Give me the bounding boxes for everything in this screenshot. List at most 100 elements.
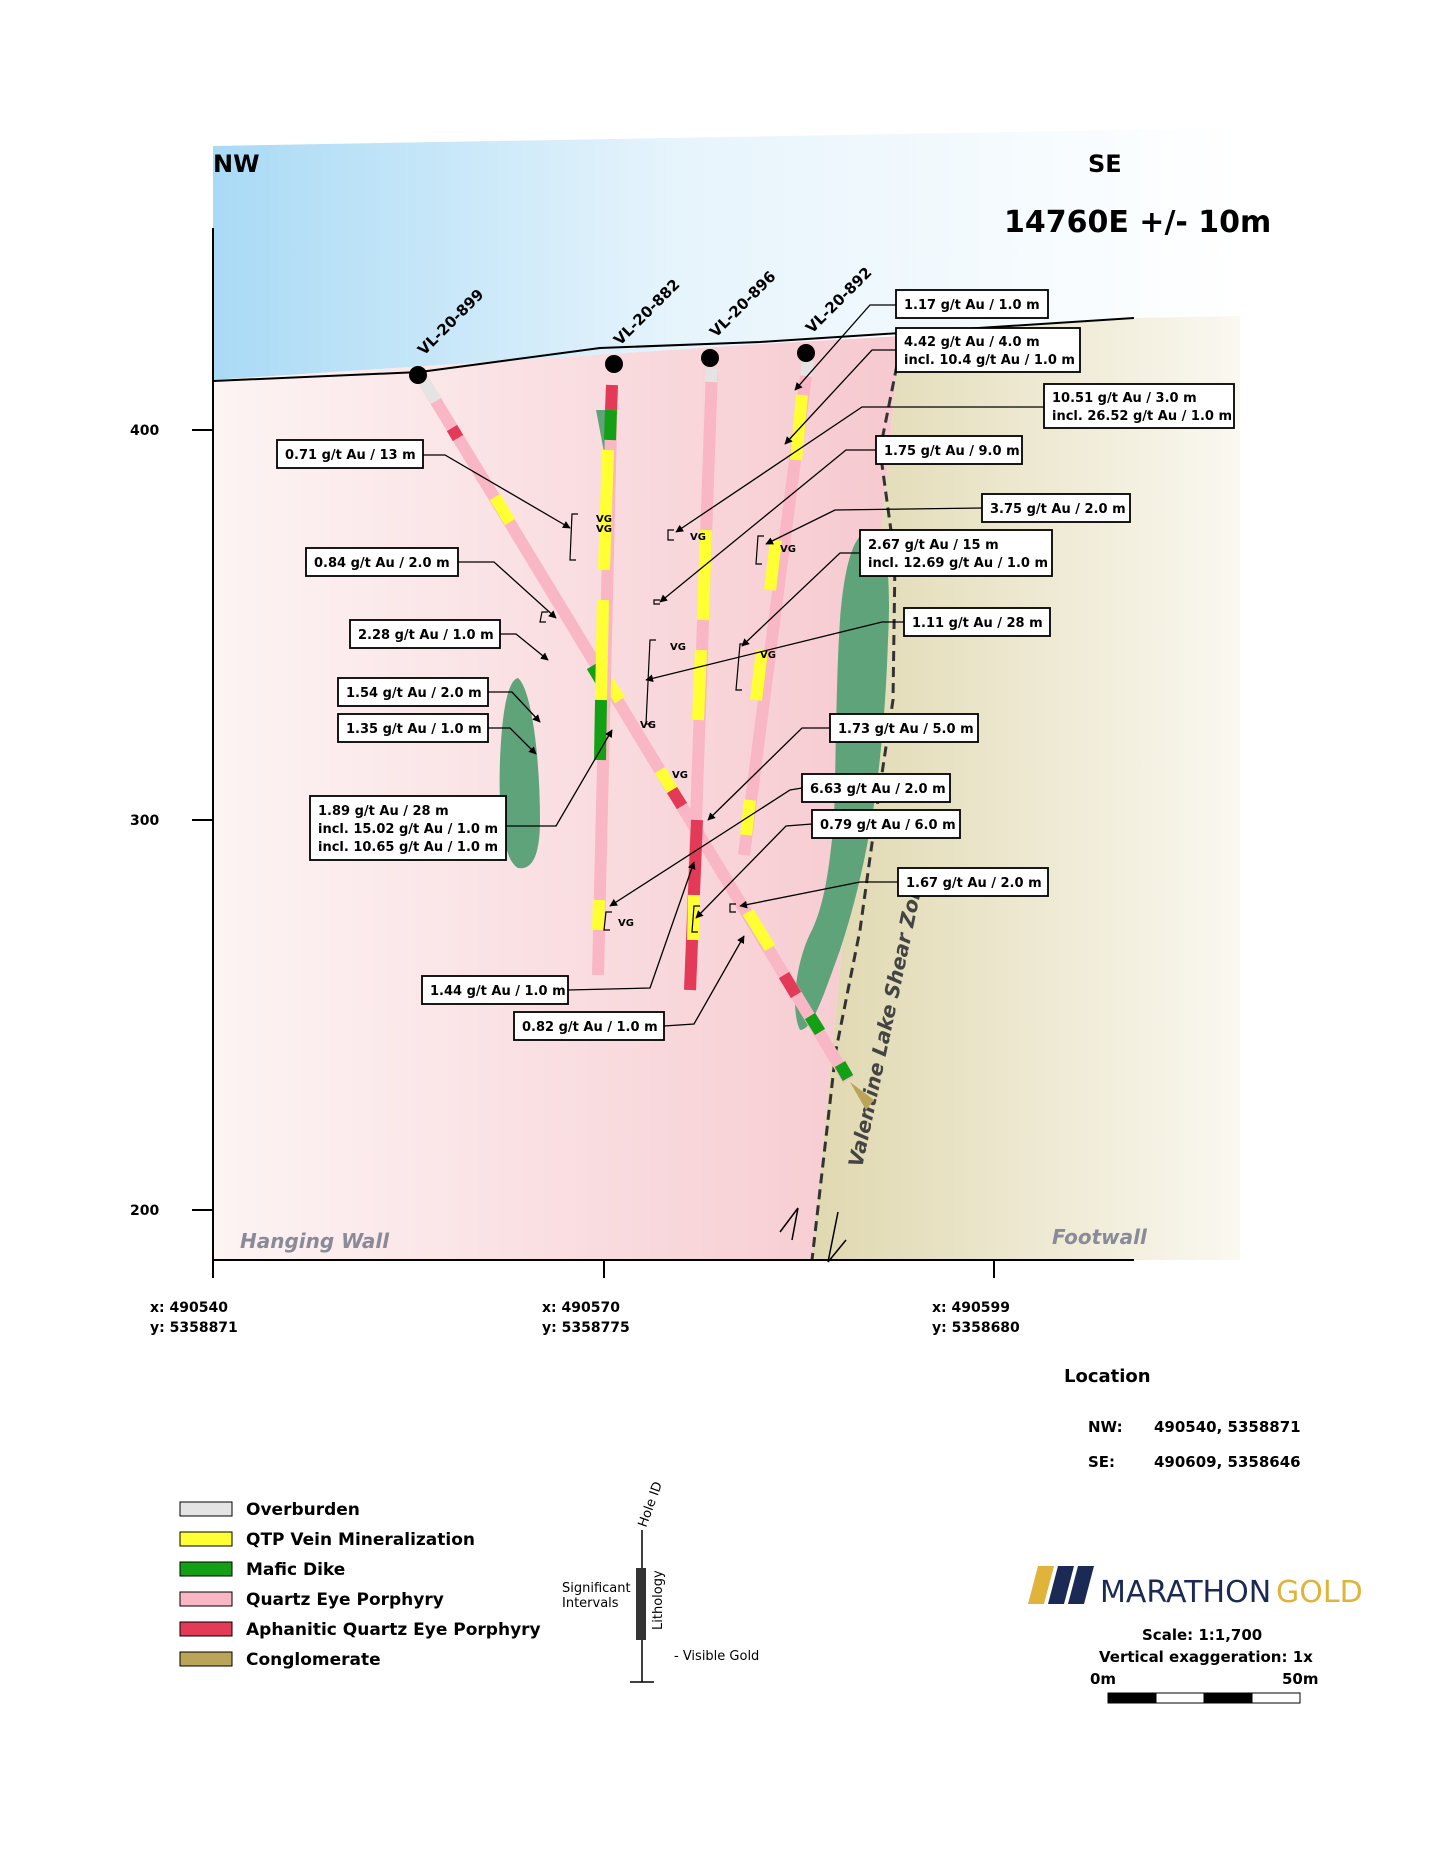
callout-box[interactable] — [276, 439, 424, 469]
vg-marker: VG — [780, 544, 796, 555]
key-lithology: Lithology — [651, 1570, 666, 1630]
scale-bar — [1107, 1692, 1301, 1704]
hole-899-conglomerate — [850, 1082, 874, 1110]
hole-899-aphanitic-3 — [778, 971, 802, 999]
hole-899-dike-2 — [804, 1012, 826, 1036]
hole-882-vein-1 — [598, 449, 614, 571]
callout-box[interactable] — [859, 529, 1053, 577]
hole-899-vein-4 — [742, 908, 776, 952]
legend-swatch-quartz-eye-porphyry — [179, 1591, 233, 1607]
coord-1-x: x: 490540 — [150, 1300, 228, 1316]
key-lithology-bar — [636, 1568, 646, 1640]
callout-box[interactable] — [981, 493, 1131, 523]
drill-holes — [409, 344, 874, 1110]
callout-line: 1.54 g/t Au / 2.0 m — [346, 686, 482, 701]
interval-brackets — [539, 513, 764, 933]
hole-key: Hole ID Significant Intervals Lithology … — [562, 1480, 759, 1683]
vg-marker: VG — [672, 770, 688, 781]
callouts: 1.17 g/t Au / 1.0 m 4.42 g/t Au / 4.0 m … — [276, 289, 1235, 1041]
hole-882-aphanitic — [605, 384, 618, 411]
coord-2-y: y: 5358775 — [542, 1320, 630, 1336]
callout-line: incl. 12.69 g/t Au / 1.0 m — [868, 556, 1048, 571]
vg-marker: VG — [640, 720, 656, 731]
hole-896-vein-2 — [692, 649, 707, 721]
callout-box[interactable] — [895, 327, 1081, 373]
callout-box[interactable] — [801, 773, 951, 803]
hole-896-vein-1 — [697, 529, 712, 621]
elevation-300: 300 — [130, 813, 159, 829]
legend-label: Overburden — [246, 1500, 360, 1520]
coord-3-y: y: 5358680 — [932, 1320, 1020, 1336]
callout-line: 1.67 g/t Au / 2.0 m — [906, 876, 1042, 891]
location-title: Location — [1064, 1366, 1151, 1387]
logo-word-gold: GOLD — [1276, 1575, 1363, 1610]
legend-label: Conglomerate — [246, 1650, 381, 1670]
shear-zone-fault — [810, 349, 902, 1261]
logo-mark-3 — [1068, 1566, 1094, 1604]
footwall-label: Footwall — [1052, 1225, 1148, 1249]
location-nw-label: NW: — [1088, 1418, 1123, 1436]
callout-line: 1.89 g/t Au / 28 m — [318, 804, 449, 819]
callout-line: 1.35 g/t Au / 1.0 m — [346, 722, 482, 737]
hole-892-overburden — [800, 359, 814, 377]
hole-899-aphanitic-2 — [666, 786, 688, 810]
callout-box[interactable] — [305, 547, 459, 577]
callout-line: 10.51 g/t Au / 3.0 m — [1052, 391, 1197, 406]
mafic-dike-body-left — [499, 678, 540, 869]
callout-box[interactable] — [895, 289, 1049, 319]
callout-line: 4.42 g/t Au / 4.0 m — [904, 335, 1040, 350]
callout-line: 1.17 g/t Au / 1.0 m — [904, 298, 1040, 313]
callout-line: incl. 10.65 g/t Au / 1.0 m — [318, 840, 498, 855]
hole-899-vein-1 — [489, 493, 516, 526]
callout-line: 0.84 g/t Au / 2.0 m — [314, 556, 450, 571]
coord-3-x: x: 490599 — [932, 1300, 1010, 1316]
vg-marker: VG — [760, 650, 776, 661]
callout-box[interactable] — [421, 975, 569, 1005]
hole-882-dike-1 — [604, 409, 617, 441]
key-hole-id: Hole ID — [636, 1480, 666, 1530]
hole-882-collar[interactable] — [605, 355, 623, 373]
callout-box[interactable] — [1043, 383, 1235, 429]
elevation-400: 400 — [130, 423, 159, 439]
key-intervals-1: Significant — [562, 1581, 631, 1596]
coord-2-x: x: 490570 — [542, 1300, 620, 1316]
hole-896-collar[interactable] — [701, 349, 719, 367]
vg-marker: VG — [596, 524, 612, 535]
hole-892-vein-2 — [764, 539, 782, 591]
callout-line: 3.75 g/t Au / 2.0 m — [990, 502, 1126, 517]
hanging-wall-label: Hanging Wall — [240, 1229, 390, 1253]
callout-line: incl. 26.52 g/t Au / 1.0 m — [1052, 409, 1232, 424]
direction-nw: NW — [213, 150, 260, 178]
legend-label: Quartz Eye Porphyry — [246, 1590, 444, 1610]
scale-text: Scale: 1:1,700 — [1142, 1626, 1262, 1644]
hole-892-collar[interactable] — [797, 344, 815, 362]
hole-899-dike-3 — [834, 1061, 854, 1081]
logo-mark-2 — [1048, 1566, 1074, 1604]
hole-899-collar[interactable] — [409, 366, 427, 384]
coord-1-y: y: 5358871 — [150, 1320, 238, 1336]
legend-label: QTP Vein Mineralization — [246, 1530, 475, 1550]
section-title: 14760E +/- 10m — [1004, 205, 1271, 240]
callout-line: 1.73 g/t Au / 5.0 m — [838, 722, 974, 737]
scale-exaggeration: Vertical exaggeration: 1x — [1099, 1648, 1313, 1666]
legend-swatch-mafic-dike — [179, 1561, 233, 1577]
legend-swatch-conglomerate — [179, 1651, 233, 1667]
callout-box[interactable] — [309, 795, 507, 861]
hole-899-aphanitic-1 — [446, 424, 464, 442]
location-se-value: 490609, 5358646 — [1154, 1453, 1301, 1471]
logo-word-marathon: MARATHON — [1100, 1575, 1271, 1610]
callout-box[interactable] — [829, 713, 979, 743]
legend-swatch-overburden — [179, 1501, 233, 1517]
callout-line: 6.63 g/t Au / 2.0 m — [810, 782, 946, 797]
hole-892-vein-1 — [790, 394, 808, 461]
key-visible-gold: - Visible Gold — [674, 1649, 759, 1664]
vg-marker: VG — [670, 642, 686, 653]
callout-line: 1.44 g/t Au / 1.0 m — [430, 984, 566, 999]
callout-line: incl. 10.4 g/t Au / 1.0 m — [904, 353, 1075, 368]
callout-line: 0.82 g/t Au / 1.0 m — [522, 1020, 658, 1035]
hole-892-vein-3 — [750, 649, 768, 701]
hole-882-vein-2 — [595, 599, 609, 701]
legend-label: Mafic Dike — [246, 1560, 345, 1580]
hole-899-trace — [414, 371, 854, 1084]
